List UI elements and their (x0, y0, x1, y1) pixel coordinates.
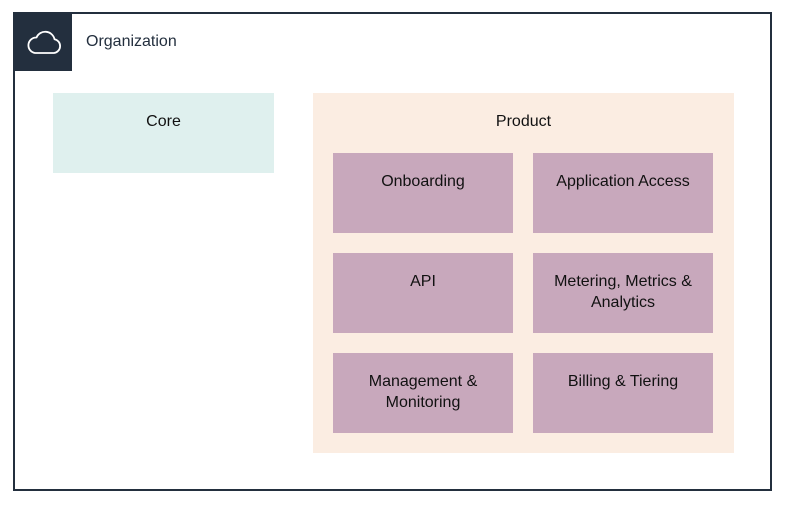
metering-metrics-analytics-tile: Metering, Metrics & Analytics (533, 253, 713, 333)
cloud-icon (15, 14, 72, 71)
management-monitoring-label: Management & Monitoring (368, 373, 478, 411)
application-access-label: Application Access (556, 173, 690, 190)
core-box: Core (53, 93, 274, 173)
onboarding-label: Onboarding (381, 173, 465, 190)
api-label: API (410, 273, 436, 290)
api-tile: API (333, 253, 513, 333)
management-monitoring-tile: Management & Monitoring (333, 353, 513, 433)
billing-tiering-tile: Billing & Tiering (533, 353, 713, 433)
onboarding-tile: Onboarding (333, 153, 513, 233)
core-title: Core (146, 113, 181, 130)
organization-label: Organization (86, 33, 177, 50)
metering-metrics-analytics-label: Metering, Metrics & Analytics (554, 273, 692, 311)
product-box: Product Onboarding Application Access AP… (313, 93, 734, 453)
application-access-tile: Application Access (533, 153, 713, 233)
product-title: Product (495, 113, 552, 130)
billing-tiering-label: Billing & Tiering (567, 373, 679, 390)
